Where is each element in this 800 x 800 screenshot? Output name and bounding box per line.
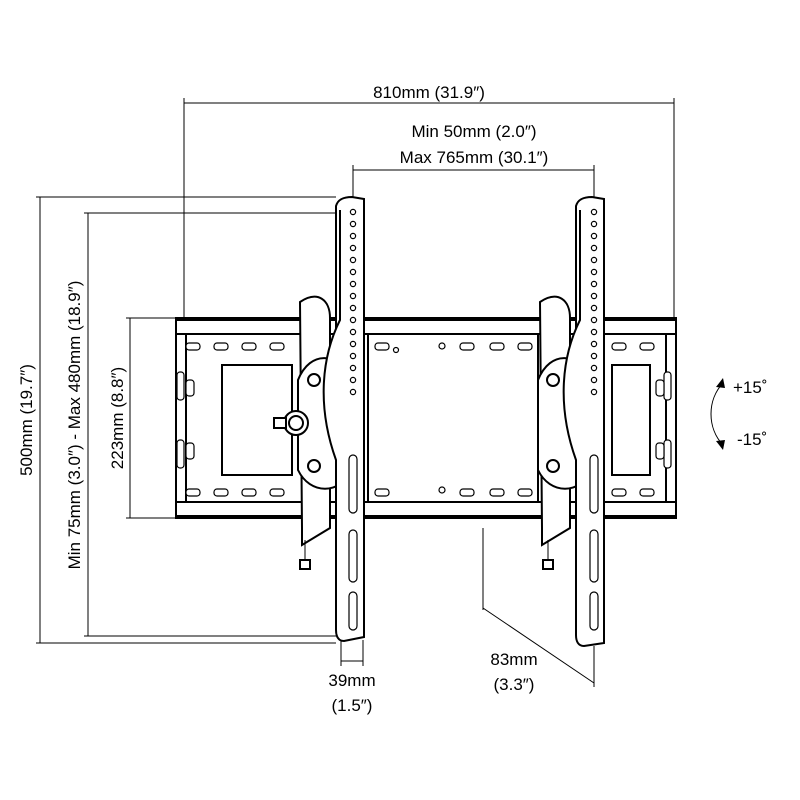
left-vertical-arm (322, 195, 365, 643)
arm-spacing-min-label: Min 50mm (2.0″) (411, 122, 536, 141)
dimension-lines (36, 98, 725, 687)
arm-width-inch-label: (1.5″) (332, 696, 373, 715)
right-vertical-arm (562, 195, 605, 648)
overall-width-label: 810mm (31.9″) (373, 83, 485, 102)
tilt-down-arrowhead (716, 440, 725, 450)
plate-height-label: 223mm (8.8″) (108, 367, 127, 469)
depth-inch-label: (3.3″) (494, 675, 535, 694)
arm-spacing-max-label: Max 765mm (30.1″) (400, 148, 549, 167)
top-slot-row (185, 342, 655, 354)
arm-width-value-label: 39mm (328, 671, 375, 690)
left-arm-hole-column (349, 208, 357, 396)
right-arm-hole-column (590, 208, 598, 396)
bottom-slot-row (185, 486, 655, 497)
tilt-up-arrowhead (716, 378, 725, 388)
tilt-up-label: +15˚ (733, 378, 768, 397)
depth-value-label: 83mm (490, 650, 537, 669)
arm-height-range-label: Min 75mm (3.0″) - Max 480mm (18.9″) (65, 281, 84, 570)
tilt-down-label: -15˚ (737, 430, 767, 449)
overall-height-label: 500mm (19.7″) (17, 364, 36, 476)
